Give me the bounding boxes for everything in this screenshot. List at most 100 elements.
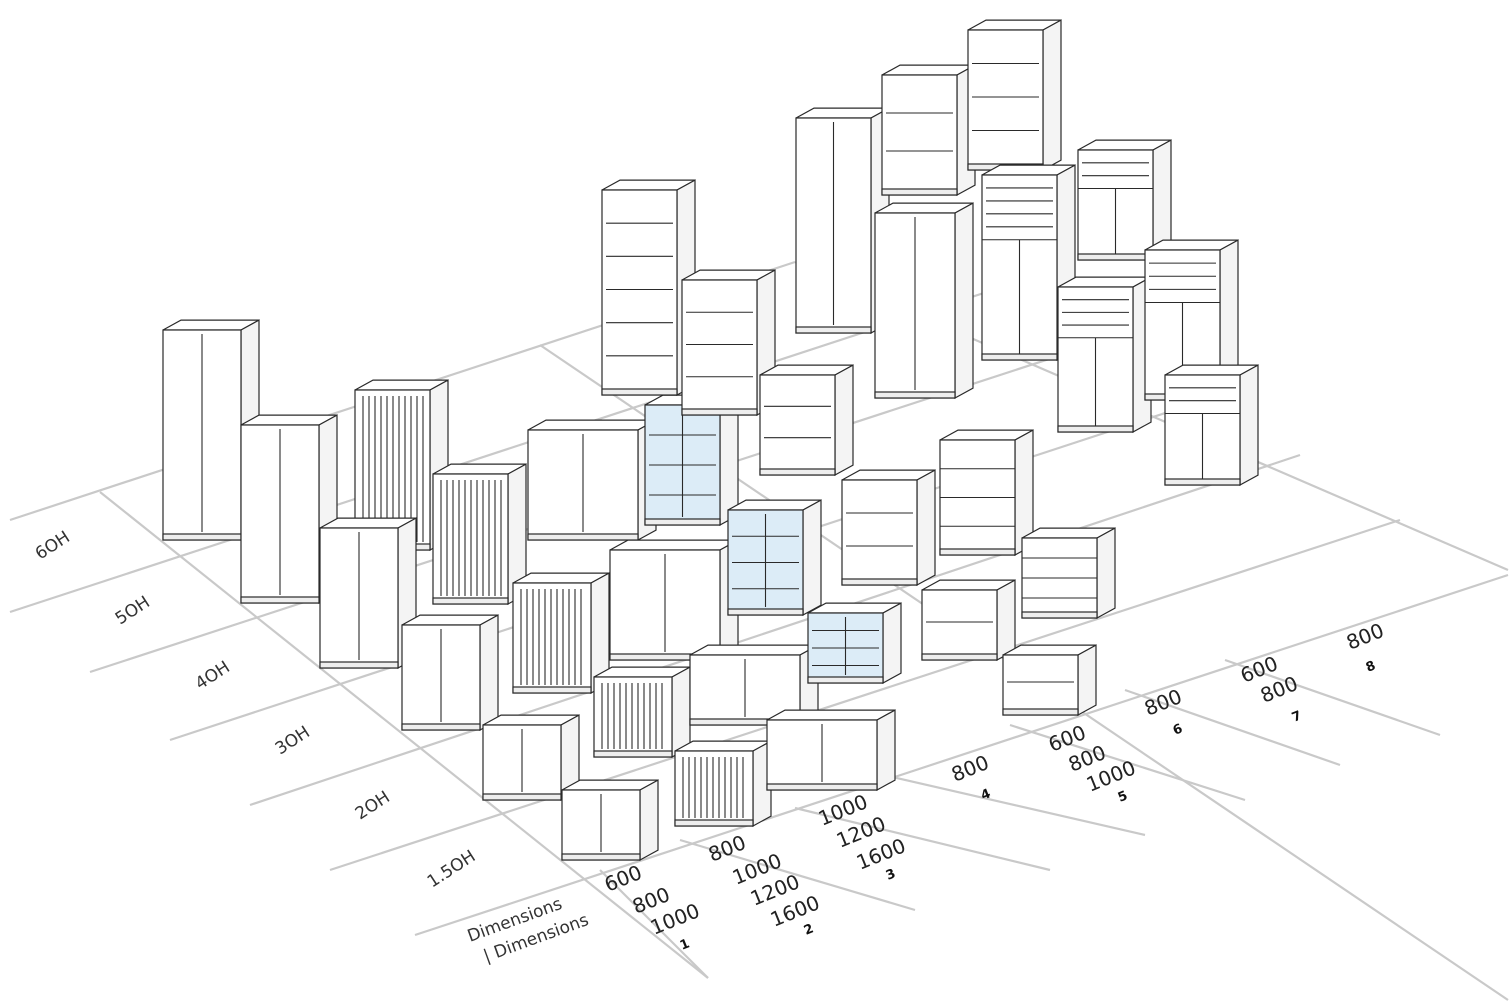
cabinet-side [876, 709, 896, 792]
cabinet-side [1077, 644, 1097, 717]
cabinet-plinth [1164, 478, 1241, 486]
cabinet-side [479, 614, 499, 732]
cabinet-plinth [674, 819, 754, 827]
column-2: 800 1000 1200 1600 2 [705, 830, 823, 939]
cabinet-tambour [674, 740, 772, 828]
cabinet-open-shelving [759, 364, 854, 477]
column-labels: 600 800 1000 1 800 1000 1200 1600 2 1000… [601, 618, 1387, 954]
column-5-number: 5 [1116, 788, 1130, 805]
cabinet-front [674, 750, 754, 827]
cabinet-plinth [766, 783, 878, 791]
column-8-number: 8 [1364, 658, 1378, 675]
cabinet-group [162, 19, 1259, 862]
cabinet-combination [1057, 276, 1152, 434]
cabinet-side [916, 469, 936, 587]
column-4-width-1: 800 [948, 750, 992, 787]
cabinet-plinth [1077, 253, 1154, 261]
cabinet-plinth [482, 793, 562, 801]
cabinet-side [639, 779, 659, 862]
cabinet-plinth [874, 391, 956, 399]
cabinet-plinth [841, 578, 918, 586]
column-5: 600 800 1000 5 [1045, 720, 1139, 806]
cabinet-plinth [1021, 611, 1098, 619]
cabinet-open-shelving [881, 64, 976, 197]
cabinet-plinth [881, 188, 958, 196]
cabinet-open-shelving [601, 179, 696, 397]
column-8-width-1: 800 [1343, 618, 1387, 655]
cabinet-combination [1164, 364, 1259, 487]
cabinet-side [1239, 364, 1259, 487]
column-3: 1000 1200 1600 3 [815, 789, 909, 883]
cabinet-plinth [921, 653, 998, 661]
height-label-5oh: 5OH [112, 592, 154, 629]
cabinet-front [593, 676, 673, 758]
cabinet-doors [482, 714, 580, 802]
cabinet-plinth [162, 533, 242, 541]
cabinet-plinth [1002, 708, 1079, 716]
cabinet-plinth [759, 468, 836, 476]
cabinet-plinth [240, 596, 320, 604]
column-7: 600 800 7 [1237, 651, 1304, 726]
cabinet-side [1096, 527, 1116, 620]
cabinet-plinth [939, 548, 1016, 556]
height-label-6oh: 6OH [32, 527, 74, 564]
column-6-number: 6 [1171, 721, 1185, 738]
cabinet-tambour [593, 666, 691, 759]
cabinet-side [834, 364, 854, 477]
cabinet-top [766, 709, 896, 721]
cabinet-plinth [644, 518, 721, 526]
cabinet-doors [874, 202, 974, 400]
cabinet-front [967, 29, 1044, 171]
cabinet-doors [561, 779, 659, 862]
dimensions-label: Dimensions | Dimensions [465, 894, 592, 967]
column-2-number: 2 [802, 921, 816, 938]
cabinet-plinth [512, 686, 592, 694]
column-1: 600 800 1000 1 [601, 860, 703, 954]
cabinet-combination [1077, 139, 1172, 262]
cabinet-sliding-doors [609, 539, 739, 662]
column-6: 800 6 [1141, 684, 1185, 739]
cabinet-lateral-file [939, 429, 1034, 557]
cabinet-plinth [561, 853, 641, 861]
cabinet-side [996, 579, 1016, 662]
cabinet-top [609, 539, 739, 551]
cabinet-front [841, 479, 918, 586]
cabinet-plinth [681, 408, 758, 416]
cabinet-sliding-doors [766, 709, 896, 792]
height-label-3oh: 3OH [272, 722, 314, 759]
column-6-width-1: 800 [1141, 684, 1185, 721]
column-7-number: 7 [1290, 708, 1304, 725]
cabinet-front [1002, 654, 1079, 716]
cabinet-front [881, 74, 958, 196]
cabinet-plinth [795, 326, 872, 334]
cabinet-glass-doors [807, 602, 902, 685]
cabinet-side [1042, 19, 1062, 172]
cabinet-front [512, 582, 592, 694]
cabinet-front [681, 279, 758, 416]
cabinet-top [527, 419, 657, 431]
cabinet-plinth [981, 353, 1058, 361]
cabinet-side [954, 202, 974, 400]
height-label-4oh: 4OH [192, 657, 234, 694]
cabinet-sliding-doors [527, 419, 657, 542]
column-3-number: 3 [884, 866, 898, 883]
cabinet-plinth [807, 676, 884, 684]
cabinet-plinth [401, 723, 481, 731]
cabinet-tambour [432, 463, 527, 606]
height-label-1-5oh: 1.5OH [424, 846, 480, 892]
cabinet-glass-doors [727, 499, 822, 617]
cabinet-plinth [1057, 425, 1134, 433]
column-4-number: 4 [979, 786, 993, 803]
cabinet-side [802, 499, 822, 617]
cabinet-plinth [593, 750, 673, 758]
cabinet-lateral-file [1021, 527, 1116, 620]
cabinet-front [921, 589, 998, 661]
cabinet-plinth [601, 388, 678, 396]
column-1-width-1: 600 [601, 860, 645, 897]
cabinet-tambour [512, 572, 610, 695]
cabinet-front [759, 374, 836, 476]
cabinet-front [601, 189, 678, 396]
cabinet-open-shelving [921, 579, 1016, 662]
cabinet-doors [401, 614, 499, 732]
